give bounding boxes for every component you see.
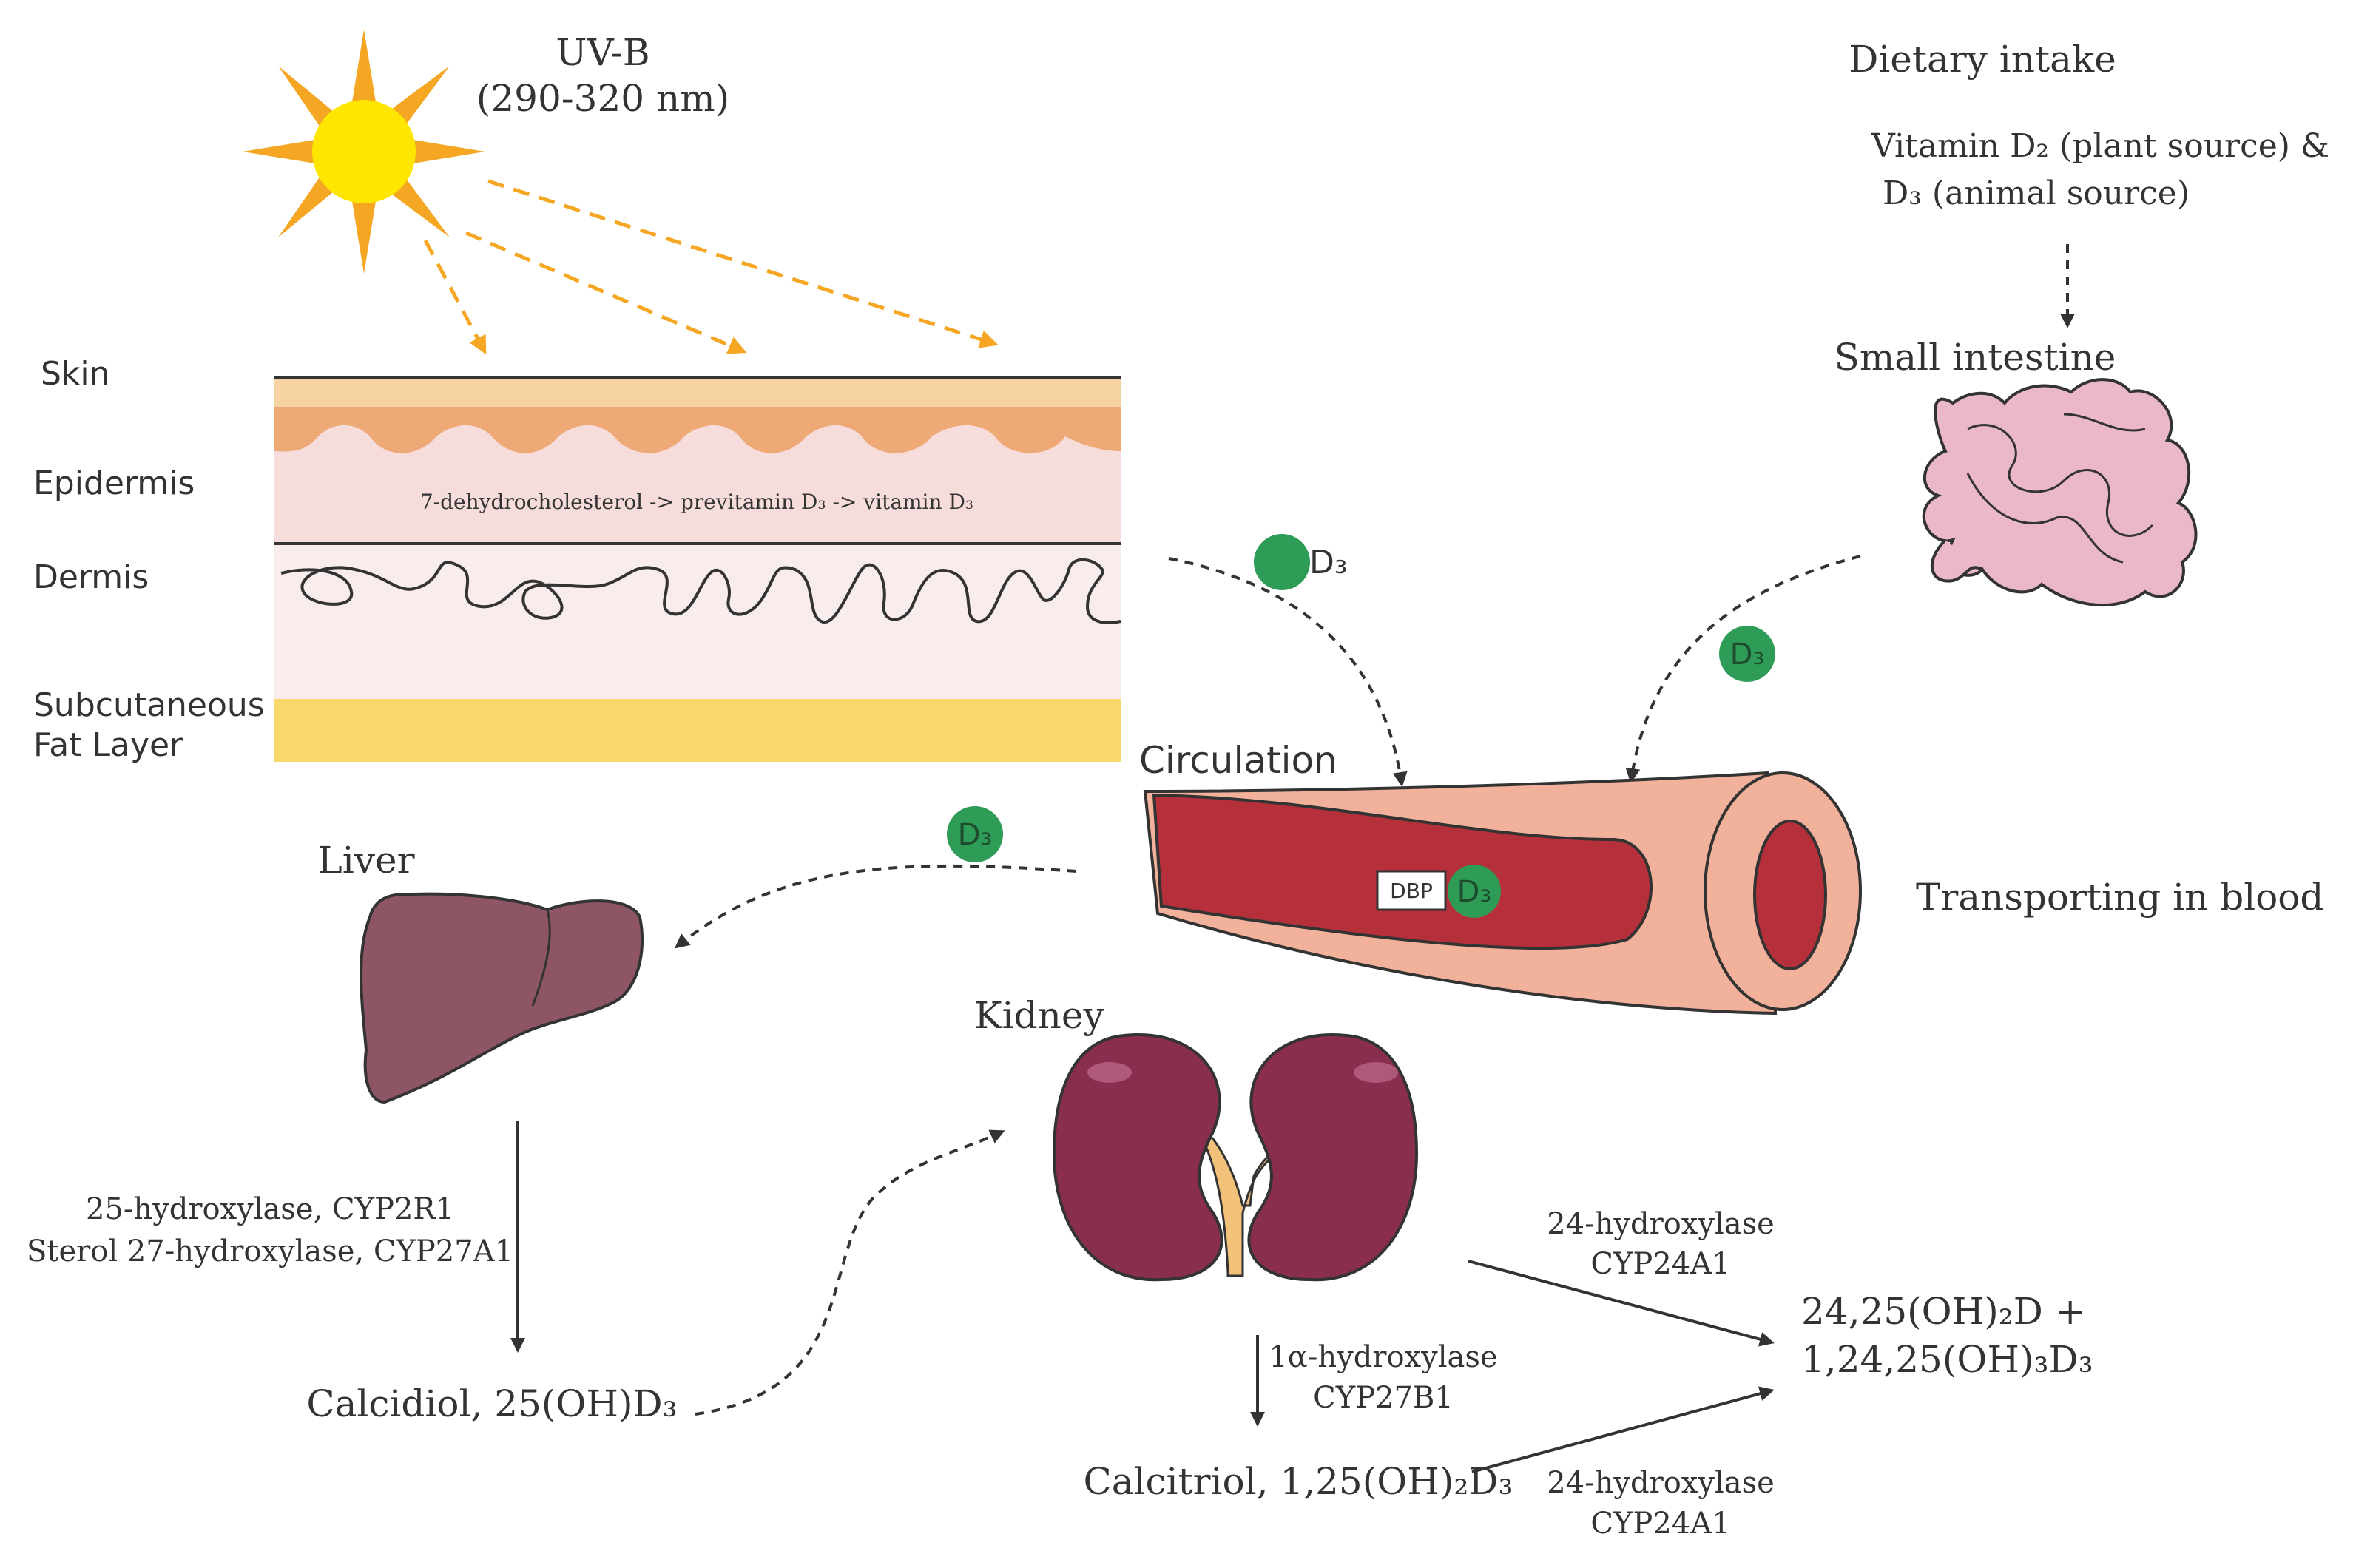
upper-enzyme-1: 24-hydroxylase: [1547, 1207, 1775, 1241]
right-kidney-highlight: [1354, 1062, 1398, 1083]
skin-cross-section: [274, 376, 1121, 762]
d3-molecule-liver: D₃: [947, 806, 1003, 862]
uvb-wavelength: (290-320 nm): [476, 77, 729, 120]
fat-layer-label: Fat Layer: [33, 726, 183, 764]
intestine-to-circulation-arrow: [1625, 555, 1861, 783]
blood-vessel-icon: [1143, 771, 1862, 1016]
d3-molecule-icon: [1719, 626, 1775, 682]
left-kidney: [1052, 1033, 1223, 1282]
d3-molecule-icon: [947, 806, 1003, 862]
circulation-label: Circulation: [1139, 739, 1337, 782]
subcutaneous-label: Subcutaneous: [33, 686, 265, 724]
transport-label: Transporting in blood: [1916, 876, 2323, 919]
dietary-sources-line1: Vitamin D₂ (plant source) &: [1871, 127, 2329, 165]
dbp-d3-complex: DBP D₃: [1376, 865, 1501, 918]
sun-core: [312, 100, 416, 203]
left-kidney-highlight: [1087, 1062, 1132, 1083]
d3-molecule-icon: [1254, 534, 1310, 590]
d3-label-skin: D₃: [1309, 544, 1348, 581]
dermal-papillae: [280, 558, 1121, 624]
kidney-icon: [1052, 1033, 1419, 1282]
dietary-sources-line2: D₃ (animal source): [1883, 175, 2190, 212]
dermis-label: Dermis: [33, 558, 149, 596]
intestine-icon: [1922, 378, 2198, 607]
right-kidney: [1247, 1033, 1419, 1282]
kidney-enzyme-2: CYP27B1: [1313, 1381, 1454, 1415]
d3-label-liver: D₃: [958, 818, 993, 852]
vessel-opening-inner: [1753, 820, 1827, 970]
kidney-to-catabolite-arrow: [1468, 1260, 1775, 1347]
liver-icon: [360, 892, 644, 1104]
dbp-label: DBP: [1390, 879, 1433, 903]
dbp-box: [1376, 870, 1447, 911]
catabolite-line2: 1,24,25(OH)₃D₃: [1801, 1338, 2093, 1381]
epidermis-label: Epidermis: [33, 464, 195, 502]
d3-label-intestine: D₃: [1730, 638, 1765, 672]
d3-label-blood: D₃: [1457, 875, 1492, 909]
circulation-to-liver-arrow: [674, 864, 1077, 949]
small-intestine-label: Small intestine: [1834, 336, 2116, 379]
d3-molecule-intestine: D₃: [1719, 626, 1775, 682]
kidney-enzyme-1: 1α-hydroxylase: [1269, 1340, 1497, 1374]
liver-enzyme-2: Sterol 27-hydroxylase, CYP27A1: [27, 1234, 513, 1268]
dietary-intake-title: Dietary intake: [1849, 38, 2116, 81]
liver-enzyme-1: 25-hydroxylase, CYP2R1: [86, 1192, 454, 1226]
calcitriol-label: Calcitriol, 1,25(OH)₂D₃: [1083, 1460, 1513, 1503]
sun-icon: [243, 30, 485, 274]
catabolite-line1: 24,25(OH)₂D +: [1801, 1290, 2086, 1333]
skin-to-circulation-arrow: [1168, 557, 1408, 787]
upper-enzyme-2: CYP24A1: [1590, 1247, 1730, 1281]
skin-synthesis-reaction: 7-dehydrocholesterol -> previtamin D₃ ->…: [420, 490, 973, 514]
d3-molecule-skin: D₃: [1254, 534, 1348, 590]
d3-molecule-icon: [1448, 865, 1501, 918]
lower-enzyme-2: CYP24A1: [1590, 1507, 1730, 1541]
skin-wave-layer: [274, 407, 1121, 453]
dermis-layer: [274, 544, 1121, 699]
lower-enzyme-1: 24-hydroxylase: [1547, 1466, 1775, 1500]
liver-to-kidney-arrow: [695, 1129, 1005, 1416]
fat-layer: [274, 699, 1121, 762]
skin-top-layer: [274, 377, 1121, 407]
uvb-label: UV-B: [556, 31, 649, 74]
kidney-label: Kidney: [974, 994, 1104, 1037]
liver-label: Liver: [318, 839, 415, 882]
calcidiol-label: Calcidiol, 25(OH)D₃: [306, 1382, 677, 1425]
uv-rays-arrows: [423, 179, 999, 355]
skin-label: Skin: [41, 355, 110, 393]
calcitriol-to-catabolite-arrow: [1471, 1386, 1775, 1473]
